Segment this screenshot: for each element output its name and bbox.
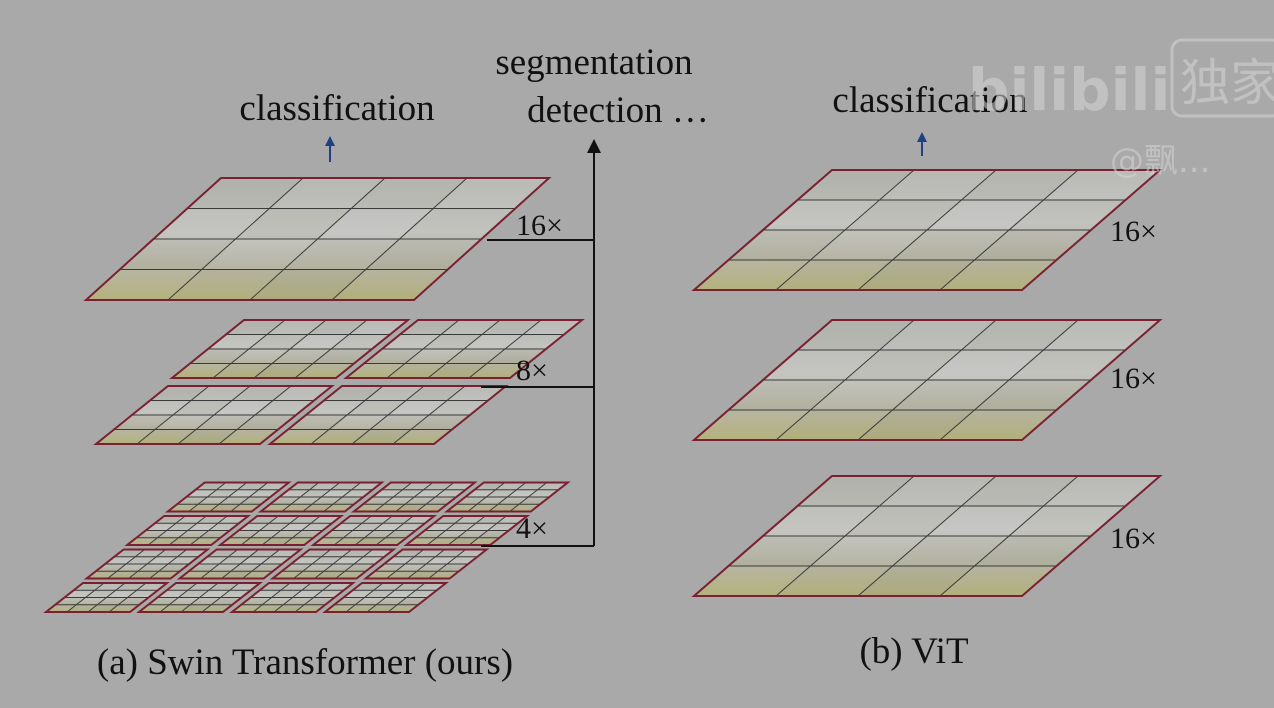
swin-window-4x xyxy=(362,548,490,580)
swin-window-4x xyxy=(136,582,263,613)
video-watermark: bilibili 独家 @飘... xyxy=(968,38,1274,181)
swin-window-8x xyxy=(169,319,411,379)
vit-feature-maps xyxy=(691,169,1163,597)
swin-window-8x xyxy=(93,385,335,445)
swin-window-4x xyxy=(350,481,478,513)
watermark-logo: bilibili xyxy=(968,56,1170,124)
swin-window-4x xyxy=(443,481,571,513)
swin-window-4x xyxy=(403,515,531,546)
swin-classification-arrow xyxy=(325,136,335,162)
vit-plane-16x xyxy=(691,475,1163,597)
watermark-badge-box xyxy=(1170,38,1274,118)
vit-classification-label: classification xyxy=(832,80,1027,121)
swin-classification-label: classification xyxy=(239,88,434,129)
swin-transformer-diagram: classification segmentation detection … … xyxy=(43,42,709,683)
detection-label: detection … xyxy=(527,90,709,131)
swin-window-4x xyxy=(217,515,345,546)
vit-scale-16x-top: 16× xyxy=(1110,215,1157,248)
swin-window-4x xyxy=(257,481,385,513)
swin-window-4x xyxy=(124,515,252,546)
vit-scale-16x-bottom: 16× xyxy=(1110,522,1157,555)
swin-plane-16x xyxy=(83,177,552,301)
vit-scale-16x-middle: 16× xyxy=(1110,362,1157,395)
vit-plane-16x xyxy=(691,319,1163,441)
swin-window-8x xyxy=(267,385,509,445)
swin-window-4x xyxy=(164,481,292,513)
vit-caption: (b) ViT xyxy=(859,631,968,672)
swin-window-4x xyxy=(229,582,356,613)
swin-window-4x xyxy=(83,548,211,580)
swin-scale-8x: 8× xyxy=(516,354,548,387)
vit-classification-arrow xyxy=(917,132,927,156)
swin-window-4x xyxy=(322,582,449,613)
swin-window-8x xyxy=(343,319,585,379)
vit-diagram: classification 16× 16× 16× (b) ViT xyxy=(691,80,1163,672)
swin-scale-16x: 16× xyxy=(516,209,563,242)
swin-window-4x xyxy=(310,515,438,546)
swin-window-4x xyxy=(176,548,304,580)
swin-window-4x xyxy=(269,548,397,580)
segmentation-label: segmentation xyxy=(495,42,692,83)
watermark-handle: @飘... xyxy=(1110,141,1210,181)
swin-window-4x xyxy=(43,582,170,613)
watermark-badge: 独家 xyxy=(1180,54,1274,112)
swin-caption: (a) Swin Transformer (ours) xyxy=(97,642,513,683)
swin-feature-pyramid xyxy=(43,177,585,613)
swin-scale-4x: 4× xyxy=(516,512,548,545)
vit-plane-16x xyxy=(691,169,1163,291)
